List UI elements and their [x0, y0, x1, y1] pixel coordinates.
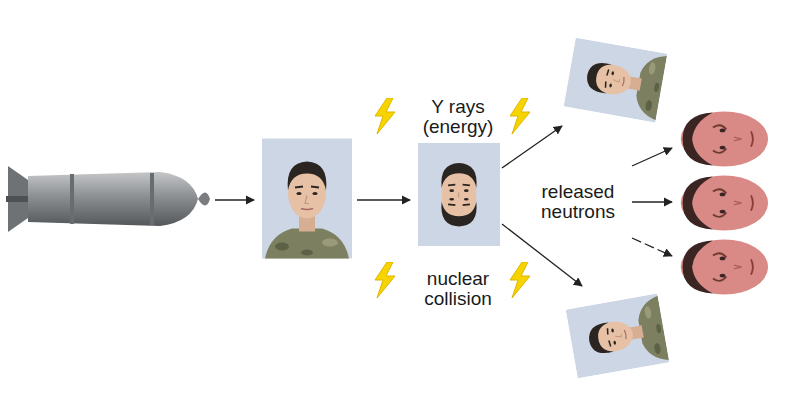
bomb [6, 166, 210, 232]
arrow [215, 199, 254, 200]
lightning [375, 98, 395, 134]
photo [566, 293, 670, 378]
neutron-face [681, 239, 768, 294]
bomb-band [150, 173, 154, 225]
photo-frame [418, 143, 500, 246]
lightning [510, 98, 530, 134]
arrow [502, 224, 582, 286]
photo [262, 139, 352, 259]
arrow [502, 126, 562, 168]
bomb-nose [198, 193, 210, 206]
photo [418, 144, 500, 246]
lightning [375, 262, 395, 298]
annotation-label: released neutrons [530, 182, 626, 222]
neutron-face [681, 111, 768, 166]
photo [418, 143, 500, 247]
arrow [357, 199, 410, 200]
arrow [632, 148, 672, 166]
annotation-label: nuclear collision [412, 269, 504, 309]
neutron-face [681, 175, 768, 230]
bomb-body [28, 172, 198, 226]
bomb-band [70, 174, 74, 224]
annotation-label: Y rays (energy) [415, 97, 501, 137]
photo [564, 38, 668, 123]
arrow [632, 238, 672, 256]
split-photo [418, 143, 500, 247]
lightning [510, 262, 530, 298]
arrow [632, 201, 672, 202]
